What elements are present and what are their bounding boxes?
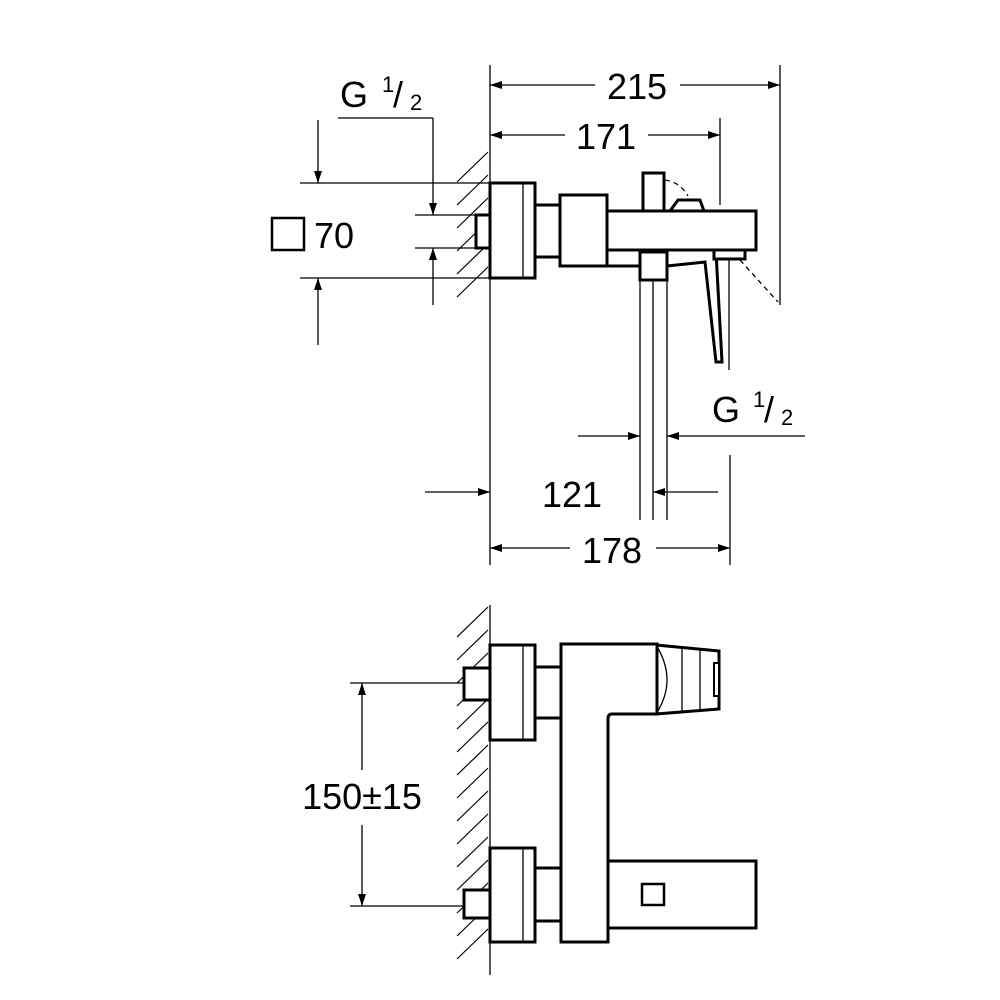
dim-215-label: 215 bbox=[607, 66, 667, 107]
hatch-line bbox=[456, 151, 489, 183]
thread-letter: G bbox=[340, 74, 368, 115]
hatch-line bbox=[456, 197, 489, 229]
dim-121-label: 121 bbox=[542, 474, 602, 515]
dim-171-label: 171 bbox=[576, 116, 636, 157]
lever-motion-dash bbox=[664, 179, 689, 197]
hatch-line bbox=[456, 174, 489, 206]
thread-slash: / bbox=[393, 74, 403, 115]
dim-70-label: 70 bbox=[314, 215, 354, 256]
mixer-body bbox=[558, 193, 609, 268]
hatch-line bbox=[456, 859, 489, 891]
lower-inlet-stub bbox=[462, 888, 492, 920]
top-view: 215 171 G 1 / 2 70 G 1 / 2 121 bbox=[270, 65, 805, 571]
aerator bbox=[712, 248, 747, 261]
mixer-lever bbox=[606, 859, 758, 930]
handle-lever bbox=[666, 251, 724, 364]
hatch-line bbox=[456, 813, 489, 845]
lever-square-mark-icon bbox=[640, 882, 666, 907]
hatch-line bbox=[456, 836, 489, 868]
hatch-line bbox=[456, 790, 489, 822]
thread-numerator: 1 bbox=[382, 72, 394, 97]
lower-neck bbox=[533, 866, 563, 923]
thread-denominator: 2 bbox=[410, 90, 422, 115]
lever-base bbox=[667, 198, 707, 213]
upper-rosette bbox=[488, 643, 537, 742]
spout-body bbox=[605, 209, 758, 252]
hatch-line bbox=[456, 266, 489, 298]
thread-slash: / bbox=[764, 389, 774, 430]
hatch-line bbox=[456, 629, 489, 661]
inlet-thread-label: G 1 / 2 bbox=[340, 72, 422, 115]
diverter-knob bbox=[641, 171, 666, 213]
outlet-connector bbox=[638, 250, 669, 282]
spout-tip bbox=[654, 643, 721, 716]
dim-178-label: 178 bbox=[582, 530, 642, 571]
spout-curve bbox=[655, 644, 668, 715]
hatch-line bbox=[456, 698, 489, 730]
body-lower bbox=[605, 248, 642, 268]
thread-denominator: 2 bbox=[781, 405, 793, 430]
upper-inlet-stub bbox=[462, 666, 492, 702]
rosette-flange bbox=[488, 181, 537, 280]
wall-hatching-top bbox=[456, 151, 489, 298]
mixer-body-front bbox=[559, 642, 659, 944]
hatch-line bbox=[456, 744, 489, 776]
hatch-line bbox=[456, 928, 489, 960]
thread-letter: G bbox=[712, 389, 740, 430]
spout-swing-dash bbox=[739, 259, 779, 303]
lower-rosette bbox=[488, 846, 537, 944]
front-view: 150±15 bbox=[302, 605, 758, 975]
dim-150-label: 150±15 bbox=[302, 776, 422, 817]
thread-numerator: 1 bbox=[753, 387, 765, 412]
upper-neck bbox=[533, 665, 563, 720]
hatch-line bbox=[456, 606, 489, 638]
hatch-line bbox=[456, 721, 489, 753]
outlet-thread-label: G 1 / 2 bbox=[712, 387, 793, 430]
aerator-slot bbox=[713, 662, 720, 697]
hatch-line bbox=[456, 767, 489, 799]
connector-neck bbox=[533, 203, 562, 259]
square-symbol-icon bbox=[270, 216, 306, 252]
inlet-stub bbox=[474, 213, 492, 250]
